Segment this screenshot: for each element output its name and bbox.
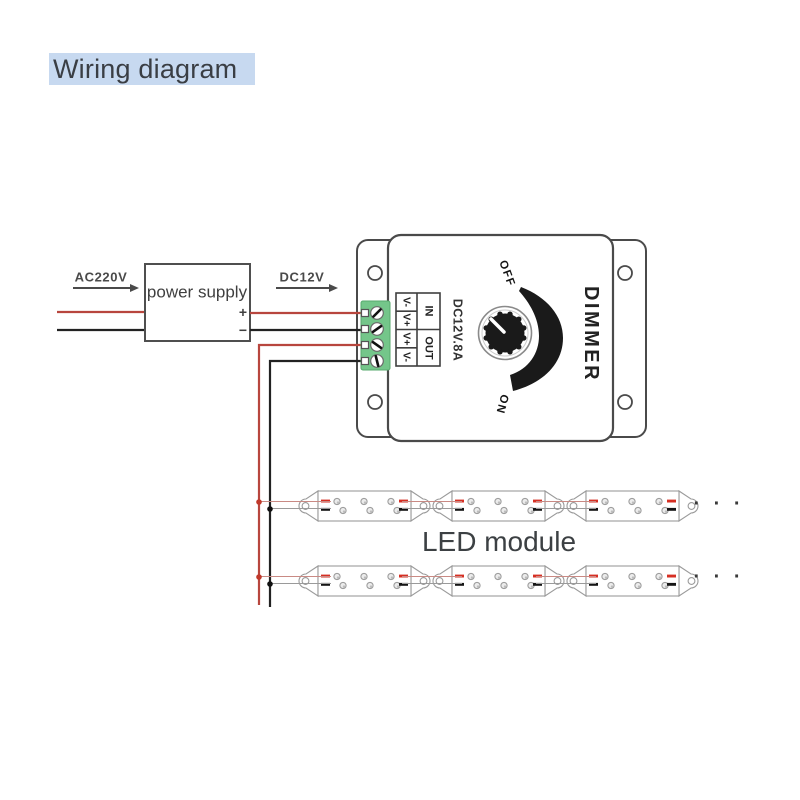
row2-continuation-dots: · · · xyxy=(693,566,745,588)
minus-terminal-label: − xyxy=(238,322,248,338)
in-label: IN xyxy=(422,305,435,317)
power-supply-box xyxy=(144,263,251,342)
pinout-table xyxy=(395,292,441,367)
dimmer-rating-label: DC12V.8A xyxy=(450,298,465,362)
pin-label-v-plus-in: V+ xyxy=(400,313,413,327)
dimmer-knob xyxy=(477,287,563,391)
module-link-wires xyxy=(259,500,596,585)
terminal-block xyxy=(360,300,391,371)
dial-arc xyxy=(510,287,563,391)
power-supply-label: power supply xyxy=(146,282,248,302)
dc-output-arrow xyxy=(276,284,338,292)
dc-output-label: DC12V xyxy=(279,269,325,285)
dc-wires xyxy=(250,311,361,607)
led-strip-row-1 xyxy=(298,490,699,522)
ac-input-label: AC220V xyxy=(74,269,128,285)
led-strip-row-2 xyxy=(298,565,699,597)
knob-pointer xyxy=(489,317,506,334)
mounting-screw-holes xyxy=(367,265,633,410)
pin-label-v-minus-in: V- xyxy=(400,297,413,307)
page-title-highlight: Wiring diagram xyxy=(49,53,255,85)
junction-dots xyxy=(256,499,273,587)
ac-input-arrow xyxy=(73,284,139,292)
row1-continuation-dots: · · · xyxy=(693,493,745,515)
mains-wires xyxy=(57,310,145,332)
led-module-caption: LED module xyxy=(421,526,577,557)
page-title: Wiring diagram xyxy=(53,54,238,84)
out-label: OUT xyxy=(422,336,435,360)
dimmer-name-label: DIMMER xyxy=(580,285,602,383)
plus-terminal-label: + xyxy=(238,304,248,320)
pin-label-v-plus-out: V+ xyxy=(400,332,413,346)
pin-label-v-minus-out: V- xyxy=(400,352,413,362)
